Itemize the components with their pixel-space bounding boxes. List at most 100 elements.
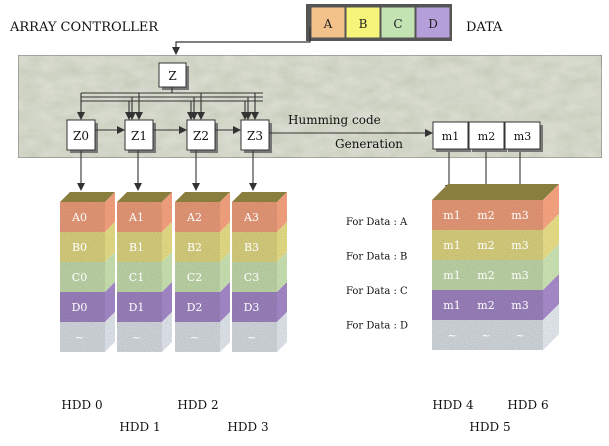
disk-cell xyxy=(60,232,105,262)
disk-side-face xyxy=(105,192,115,232)
data-block-d xyxy=(415,6,451,39)
disk-cell xyxy=(175,232,220,262)
disk-side-face xyxy=(277,222,287,262)
parity-box-label: m3 xyxy=(514,130,531,143)
row-label: For Data : D xyxy=(346,321,408,332)
disk-side-face xyxy=(220,312,230,352)
disk-side-face xyxy=(162,282,172,322)
data-block-label: D xyxy=(428,17,438,31)
disk-cell xyxy=(175,262,220,292)
disk-label: HDD 3 xyxy=(227,420,268,434)
row-label: For Data : B xyxy=(346,252,407,263)
parity-cell-label: m3 xyxy=(511,299,528,312)
disk-cell xyxy=(232,292,277,322)
disk-cell xyxy=(175,322,220,352)
split-box-z0 xyxy=(66,119,96,151)
disk-side-face xyxy=(220,252,230,292)
disk-side-face xyxy=(277,312,287,352)
disk-cell xyxy=(175,292,220,322)
disk-cell-label: A0 xyxy=(71,211,87,224)
disk-cell xyxy=(117,322,162,352)
data-block-label: C xyxy=(393,17,402,31)
disk-cell xyxy=(117,292,162,322)
disk-cell-label: ~ xyxy=(247,331,256,344)
data-label: DATA xyxy=(466,20,503,35)
disk-cell-label: ~ xyxy=(132,331,141,344)
z-box-label: Z xyxy=(168,69,176,83)
data-block-label: A xyxy=(323,17,333,31)
parity-side-face xyxy=(543,274,559,320)
disk-cell-label: ~ xyxy=(190,331,199,344)
disk-cell xyxy=(117,202,162,232)
split-box-z3 xyxy=(240,119,270,151)
parity-cell-label: ~ xyxy=(515,329,524,342)
disk-side-face xyxy=(105,222,115,262)
parity-cell-label: m2 xyxy=(477,209,494,222)
parity-side-face xyxy=(543,304,559,350)
disk-side-face xyxy=(277,282,287,322)
parity-row xyxy=(432,290,543,320)
parity-top-face xyxy=(432,184,559,200)
parity-cell-label: m3 xyxy=(511,269,528,282)
parity-cell-label: ~ xyxy=(481,329,490,342)
parity-cell-label: m2 xyxy=(477,299,494,312)
humming-code-label: Humming code xyxy=(288,113,381,127)
parity-box-label: m2 xyxy=(478,130,495,143)
disk-side-face xyxy=(220,282,230,322)
disk-cell xyxy=(232,232,277,262)
disk-cell xyxy=(175,202,220,232)
disk-cell-label: A3 xyxy=(243,211,259,224)
disk-cell xyxy=(117,262,162,292)
data-block-b xyxy=(345,6,381,39)
disk-side-face xyxy=(277,252,287,292)
data-block-c xyxy=(380,6,416,39)
disk-cell-label: A2 xyxy=(186,211,202,224)
disk-side-face xyxy=(105,312,115,352)
parity-box-m1 xyxy=(432,121,469,150)
disk-side-face xyxy=(220,192,230,232)
disk-label: HDD 0 xyxy=(61,398,102,412)
disk-side-face xyxy=(105,282,115,322)
disk-top-face xyxy=(117,192,172,202)
disk-side-face xyxy=(162,312,172,352)
data-block-a xyxy=(310,6,346,39)
disk-cell-label: C2 xyxy=(187,271,202,284)
split-box-z1 xyxy=(124,119,154,151)
parity-cell-label: m2 xyxy=(477,269,494,282)
disk-cell xyxy=(232,322,277,352)
parity-row xyxy=(432,230,543,260)
split-box-label: Z3 xyxy=(247,129,263,143)
split-box-label: Z0 xyxy=(73,129,89,143)
disk-cell-label: B2 xyxy=(187,241,202,254)
disk-side-face xyxy=(220,222,230,262)
parity-side-face xyxy=(543,244,559,290)
disk-label: HDD 2 xyxy=(177,398,218,412)
disk-cell-label: C0 xyxy=(72,271,87,284)
disk-cell xyxy=(60,322,105,352)
disk-cell-label: D1 xyxy=(129,301,145,314)
disk-label: HDD 1 xyxy=(119,420,160,434)
parity-cell-label: m3 xyxy=(511,239,528,252)
disk-cell xyxy=(60,262,105,292)
parity-row xyxy=(432,260,543,290)
disk-top-face xyxy=(232,192,287,202)
parity-box-m3 xyxy=(504,121,541,150)
disk-cell-label: ~ xyxy=(75,331,84,344)
generation-label: Generation xyxy=(335,137,403,151)
disk-cell-label: C1 xyxy=(129,271,144,284)
disk-label: HDD 5 xyxy=(469,420,510,434)
split-box-label: Z2 xyxy=(193,129,209,143)
disk-side-face xyxy=(277,192,287,232)
disk-label: HDD 4 xyxy=(432,398,474,412)
parity-cell-label: ~ xyxy=(447,329,456,342)
parity-side-face xyxy=(543,214,559,260)
row-label: For Data : A xyxy=(346,217,408,228)
